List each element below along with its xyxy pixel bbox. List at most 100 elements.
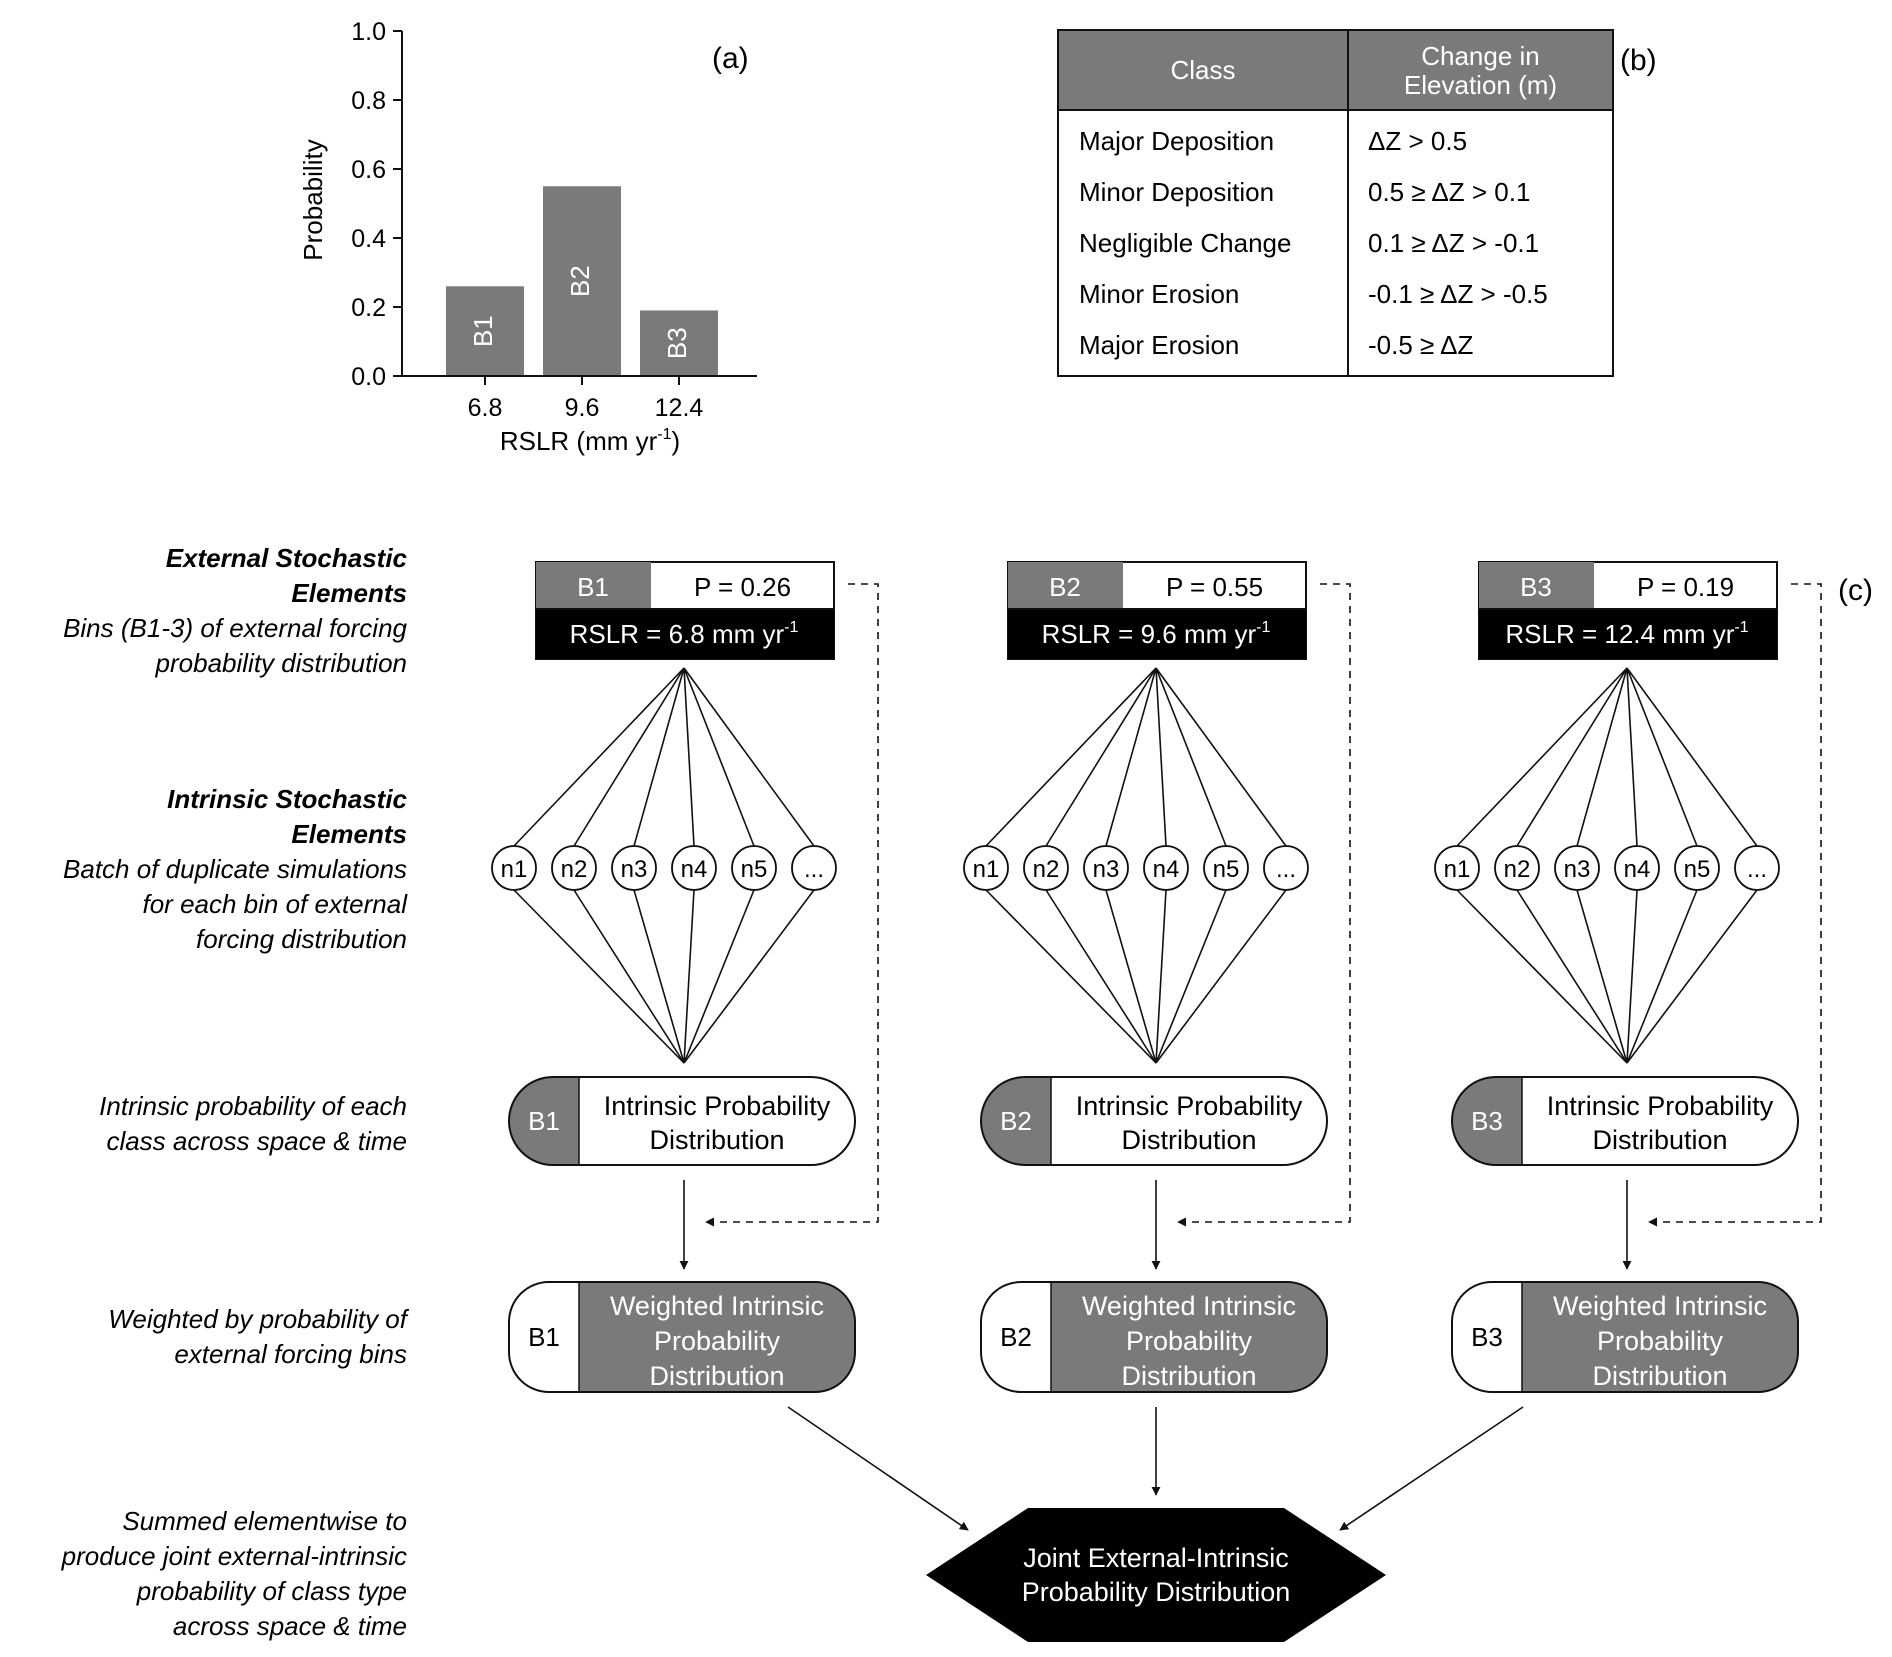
y-tick-label: 1.0 xyxy=(351,18,386,46)
bar-label: B3 xyxy=(662,327,692,359)
intrinsic-box-bin-cell xyxy=(509,1077,579,1165)
fan-out-line xyxy=(1576,667,1628,847)
table-border xyxy=(1057,29,1614,377)
row-label-text: Weighted by probability of xyxy=(108,1304,409,1334)
simulation-node-label: n4 xyxy=(1153,856,1180,883)
simulation-node-label: n3 xyxy=(621,856,648,883)
x-axis-label: RSLR (mm yr-1) xyxy=(500,426,680,456)
fan-in-line xyxy=(1516,889,1628,1064)
weighted-box-label: Probability xyxy=(1597,1326,1724,1356)
fan-in-line xyxy=(1626,889,1698,1064)
bar-label: B2 xyxy=(565,265,595,297)
fan-in-line xyxy=(1626,889,1758,1064)
weighted-box-bin-cell xyxy=(509,1282,579,1392)
panel-label-a: (a) xyxy=(712,42,749,75)
arrow-b1-to-joint xyxy=(787,1406,969,1531)
fan-in-line xyxy=(1155,889,1167,1064)
weighted-box-label: Weighted Intrinsic xyxy=(610,1291,824,1321)
weighted-box xyxy=(1451,1281,1799,1393)
y-tick-label: 0.0 xyxy=(351,363,386,391)
fan-out-line xyxy=(1626,667,1638,847)
fan-in-line xyxy=(985,889,1157,1064)
fan-in-line xyxy=(1576,889,1628,1064)
fan-in-line xyxy=(1045,889,1157,1064)
weighted-box-label: Weighted Intrinsic xyxy=(1553,1291,1767,1321)
simulation-node-label: n3 xyxy=(1093,856,1120,883)
bin-rslr-label: RSLR = 12.4 mm yr-1 xyxy=(1505,619,1748,649)
row-label-heading: Elements xyxy=(291,578,407,608)
row-label-text: Batch of duplicate simulations xyxy=(63,854,407,884)
simulation-node-label: n2 xyxy=(1504,856,1531,883)
weighted-box xyxy=(508,1281,856,1393)
fan-in-line xyxy=(683,889,815,1064)
fan-out-line xyxy=(1155,667,1167,847)
table-cell-change: 0.5 ≥ ΔZ > 0.1 xyxy=(1368,177,1530,207)
fan-in-line xyxy=(513,889,685,1064)
row-label-heading: External Stochastic xyxy=(166,543,408,573)
bin-id-label: B1 xyxy=(577,572,609,602)
joint-distribution-label: Probability Distribution xyxy=(1022,1577,1291,1607)
table-cell-class: Negligible Change xyxy=(1079,228,1291,258)
bin-rslr-label: RSLR = 9.6 mm yr-1 xyxy=(1042,619,1271,649)
fan-out-line xyxy=(1516,667,1628,847)
row-label-heading: Intrinsic Stochastic xyxy=(167,784,407,814)
table-header-class: Class xyxy=(1170,55,1235,85)
weighted-box-bg xyxy=(509,1282,855,1392)
fan-out-line xyxy=(1626,667,1758,847)
table-cell-class: Minor Erosion xyxy=(1079,279,1239,309)
row-label-text: probability of class type xyxy=(136,1576,407,1606)
simulation-node-label: ... xyxy=(804,856,824,883)
simulation-node-label: n1 xyxy=(501,856,528,883)
fan-out-line xyxy=(1155,667,1287,847)
intrinsic-box-label: Intrinsic Probability xyxy=(604,1091,831,1121)
table-header-change: Elevation (m) xyxy=(1404,70,1557,100)
bin-probability-weight-line xyxy=(705,583,879,1227)
bin-rslr-cell xyxy=(1479,609,1777,659)
x-tick-label: 9.6 xyxy=(565,394,600,422)
bin-probability-label: P = 0.26 xyxy=(694,572,791,602)
bin-rslr-label: RSLR = 6.8 mm yr-1 xyxy=(570,619,799,649)
intrinsic-box-bin-cell xyxy=(981,1077,1051,1165)
table-cell-class: Major Erosion xyxy=(1079,330,1239,360)
weighted-box-label: Probability xyxy=(1126,1326,1253,1356)
row-label-text: produce joint external-intrinsic xyxy=(61,1541,407,1571)
table-header-change: Change in xyxy=(1421,41,1540,71)
bin-rslr-cell xyxy=(1008,609,1306,659)
fan-out-line xyxy=(573,667,685,847)
intrinsic-box xyxy=(1451,1076,1799,1166)
y-tick-label: 0.8 xyxy=(351,87,386,115)
intrinsic-box-label: Intrinsic Probability xyxy=(1547,1091,1774,1121)
arrow-b3-to-joint xyxy=(1339,1406,1524,1531)
fan-out-line xyxy=(683,667,695,847)
row-label-text: Summed elementwise to xyxy=(122,1506,407,1536)
intrinsic-box-bin-label: B3 xyxy=(1471,1106,1503,1136)
table-cell-change: -0.1 ≥ ΔZ > -0.5 xyxy=(1368,279,1548,309)
intrinsic-box-bin-label: B2 xyxy=(1000,1106,1032,1136)
weighted-box-bin-label: B1 xyxy=(528,1322,560,1352)
intrinsic-box-bg xyxy=(509,1077,855,1165)
bin-id-label: B3 xyxy=(1520,572,1552,602)
simulation-node-label: n3 xyxy=(1564,856,1591,883)
fan-out-line xyxy=(633,667,685,847)
fan-out-line xyxy=(1626,667,1698,847)
intrinsic-box-bin-label: B1 xyxy=(528,1106,560,1136)
bin-rslr-cell xyxy=(536,609,834,659)
weighted-box-label: Probability xyxy=(654,1326,781,1356)
bar-b2 xyxy=(543,186,621,376)
row-label-heading: Elements xyxy=(291,819,407,849)
fan-in-line xyxy=(1155,889,1287,1064)
fan-out-line xyxy=(1045,667,1157,847)
intrinsic-box-bg xyxy=(1452,1077,1798,1165)
simulation-node-label: n1 xyxy=(1444,856,1471,883)
bin-id-cell xyxy=(1479,562,1594,609)
fan-out-line xyxy=(985,667,1157,847)
simulation-node-label: n1 xyxy=(973,856,1000,883)
simulation-node-label: n2 xyxy=(561,856,588,883)
fan-in-line xyxy=(573,889,685,1064)
